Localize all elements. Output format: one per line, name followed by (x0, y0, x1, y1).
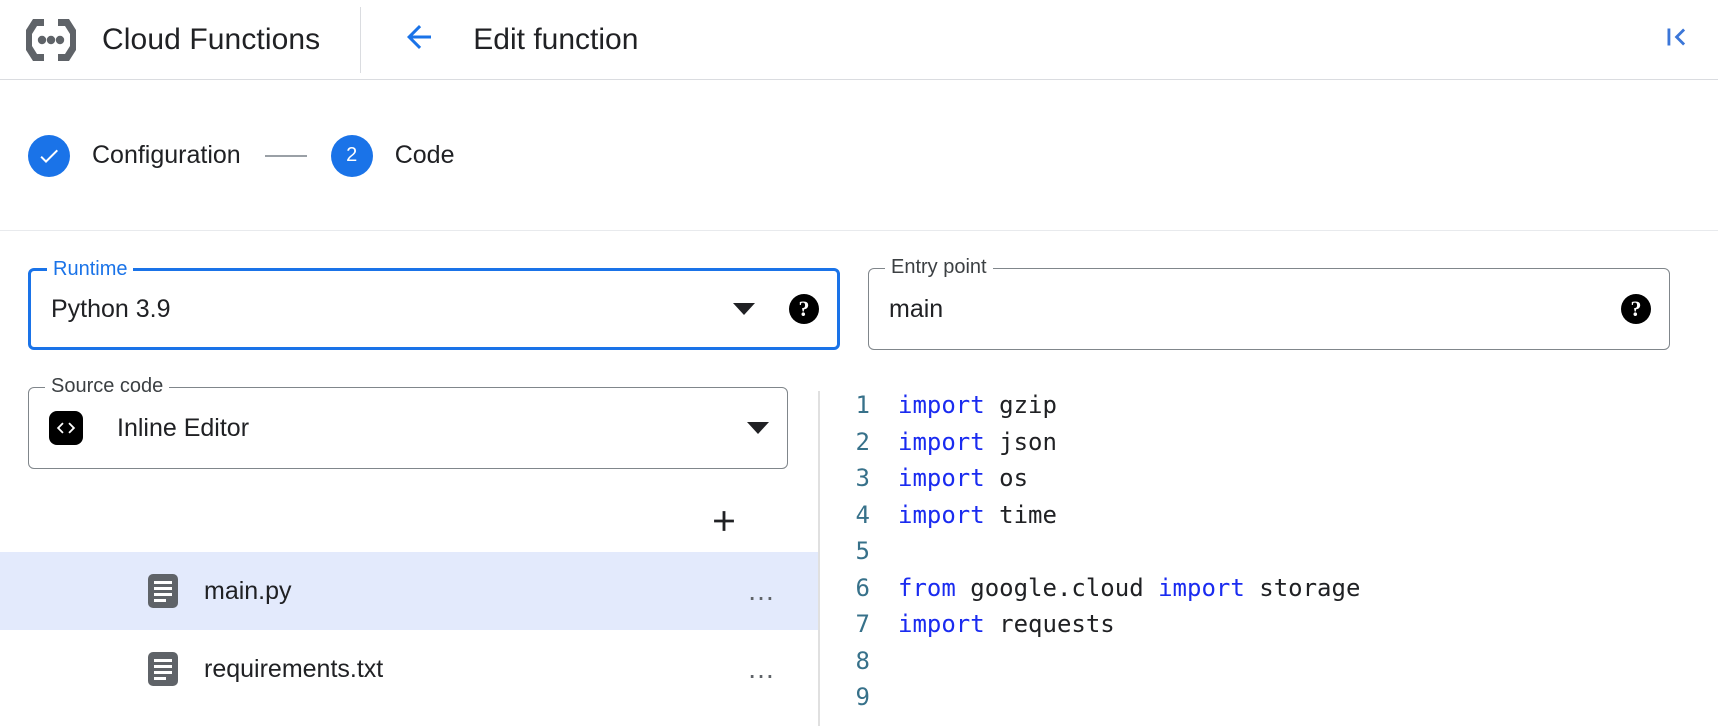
step-code-marker: 2 (330, 134, 373, 177)
code-text[interactable]: import gzip (898, 391, 1057, 419)
code-line: 1 import gzip (820, 391, 1718, 428)
source-code-value: Inline Editor (117, 413, 250, 442)
runtime-select[interactable]: Runtime Python 3.9 ? (28, 258, 840, 350)
entry-point-field[interactable]: Entry point main ? (868, 256, 1670, 350)
chevron-down-icon[interactable] (747, 422, 769, 434)
line-number: 6 (855, 573, 870, 602)
file-toolbar (0, 490, 818, 552)
code-token: requests (984, 610, 1115, 638)
runtime-label: Runtime (47, 258, 134, 280)
file-overflow-menu-button[interactable]: … (747, 653, 777, 684)
code-line: 3 import os (820, 464, 1718, 501)
product-title: Cloud Functions (102, 22, 321, 56)
step-configuration-marker (28, 134, 70, 177)
code-token: json (984, 427, 1057, 456)
code-keyword: import (898, 391, 985, 419)
code-keyword: from (898, 573, 956, 602)
step-code[interactable]: 2 Code (330, 134, 455, 177)
code-lines: 1 import gzip 2 import json 3 import os 4 impor… (820, 391, 1718, 720)
file-list-panel: main.py … requirements.txt … (0, 490, 818, 726)
file-name: requirements.txt (204, 654, 384, 683)
first-page-icon (1659, 20, 1693, 59)
file-document-icon (148, 574, 178, 608)
code-token: gzip (984, 391, 1057, 419)
code-keyword: import (898, 427, 985, 456)
code-text[interactable]: from google.cloud import storage (898, 574, 1360, 602)
runtime-inner: Python 3.9 ? (31, 271, 837, 347)
step-code-label: Code (394, 141, 455, 169)
step-configuration-label: Configuration (92, 141, 241, 169)
code-line: 7 import requests (820, 610, 1718, 647)
line-number: 3 (855, 464, 870, 492)
code-text[interactable]: import requests (898, 610, 1115, 638)
line-number: 4 (855, 500, 870, 529)
code-keyword: import (898, 610, 985, 638)
app-header: Cloud Functions Edit function (0, 0, 1718, 80)
code-text[interactable]: import os (898, 464, 1028, 492)
code-token: os (984, 464, 1029, 492)
code-keyword: import (898, 500, 985, 529)
file-name: main.py (204, 576, 292, 605)
code-token: google.cloud (955, 573, 1159, 602)
code-line: 5 (820, 537, 1718, 574)
chevron-down-icon[interactable] (733, 303, 755, 315)
inline-code-editor[interactable]: 1 import gzip 2 import json 3 import os 4 impor… (820, 391, 1718, 726)
header-divider (360, 6, 362, 73)
file-list-item-requirements-txt[interactable]: requirements.txt … (0, 630, 818, 708)
code-line: 4 import time (820, 501, 1718, 538)
entry-point-help-icon[interactable]: ? (1621, 294, 1651, 324)
line-number: 1 (855, 391, 870, 419)
code-brackets-icon (49, 411, 83, 445)
source-code-inner: Inline Editor (29, 388, 787, 468)
cloud-functions-logo-icon (24, 13, 78, 67)
runtime-help-icon[interactable]: ? (789, 294, 819, 324)
code-token: time (984, 500, 1057, 529)
code-keyword: import (1158, 573, 1245, 602)
code-line: 8 (820, 647, 1718, 684)
code-token: storage (1244, 573, 1361, 602)
code-text[interactable]: import json (898, 428, 1057, 456)
line-number: 9 (855, 683, 870, 711)
panel-divider (818, 391, 820, 726)
wizard-stepper: Configuration 2 Code (0, 81, 1718, 231)
arrow-left-icon (401, 19, 437, 60)
brand-block[interactable]: Cloud Functions (0, 0, 320, 80)
page-title: Edit function (473, 22, 639, 56)
line-number: 5 (855, 537, 870, 565)
collapse-panel-button[interactable] (1652, 16, 1700, 64)
entry-point-inner: main ? (869, 269, 1669, 349)
code-keyword: import (898, 464, 985, 492)
runtime-value: Python 3.9 (51, 294, 171, 323)
file-overflow-menu-button[interactable]: … (747, 575, 777, 606)
code-line: 2 import json (820, 428, 1718, 465)
line-number: 8 (855, 646, 870, 675)
step-connector (264, 154, 307, 157)
file-document-icon (148, 652, 178, 686)
entry-point-input[interactable]: main (889, 294, 944, 323)
file-list-item-main-py[interactable]: main.py … (0, 552, 818, 630)
step-configuration[interactable]: Configuration (28, 134, 241, 177)
source-code-select[interactable]: Source code Inline Editor (28, 375, 788, 469)
back-button[interactable] (395, 16, 443, 64)
line-number: 7 (855, 610, 870, 638)
add-file-button[interactable] (702, 499, 746, 543)
source-code-label: Source code (45, 375, 170, 397)
code-line: 9 (820, 683, 1718, 720)
line-number: 2 (855, 427, 870, 456)
code-text[interactable]: import time (898, 501, 1057, 529)
code-line: 6 from google.cloud import storage (820, 574, 1718, 611)
entry-point-label: Entry point (885, 256, 993, 278)
